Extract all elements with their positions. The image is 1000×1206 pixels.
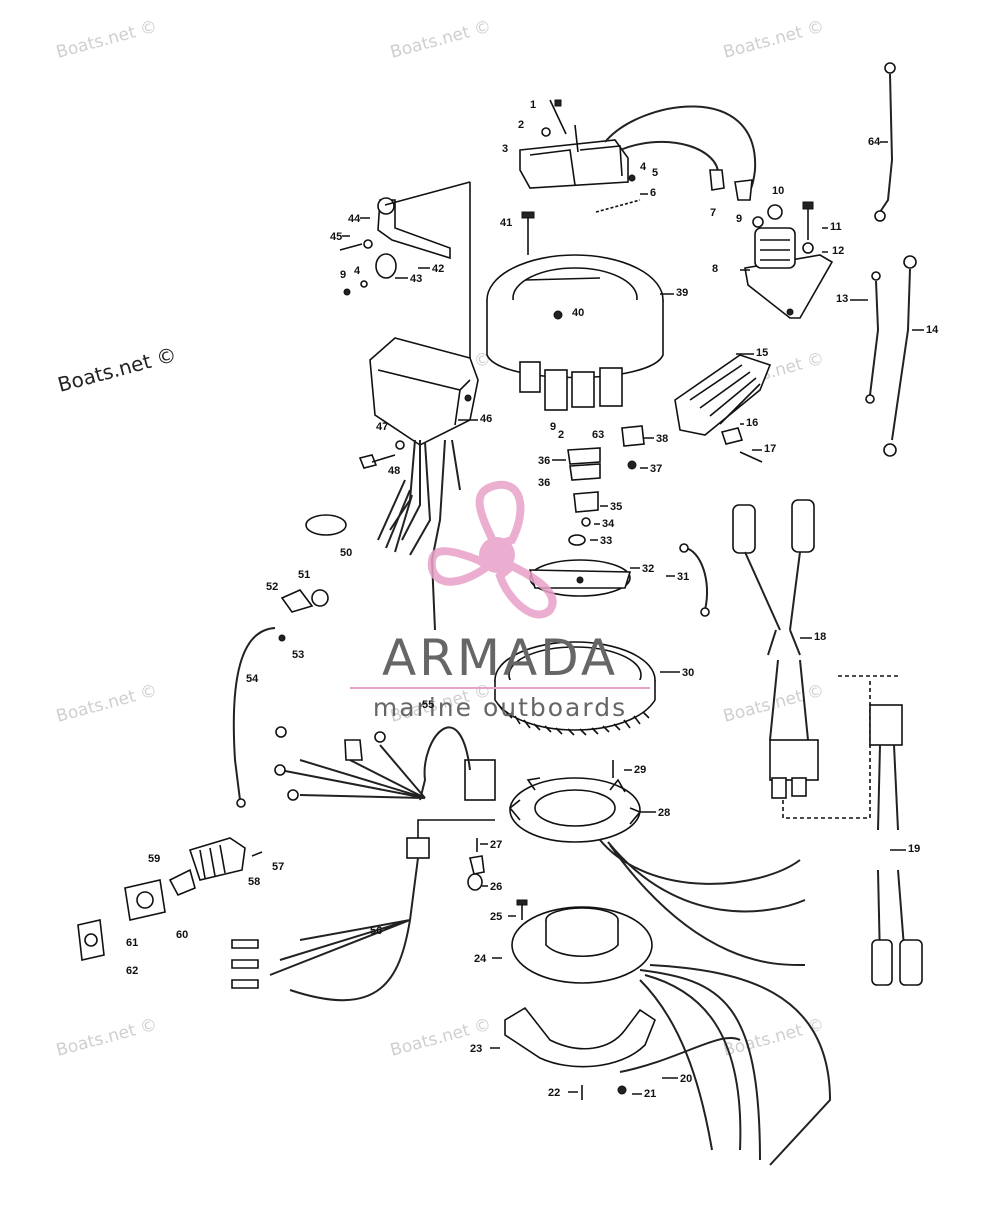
brand-subtitle: marine outboards: [373, 693, 627, 722]
callout-22: 22: [548, 1087, 560, 1099]
callout-36: 36: [538, 455, 550, 467]
callout-16: 16: [746, 417, 758, 429]
watermark: Boats.net ©: [388, 17, 493, 63]
left-parts: [232, 514, 347, 808]
callout-leaders: [342, 141, 924, 1095]
callout-40: 40: [572, 307, 584, 319]
callout-54: 54: [246, 673, 259, 685]
callout-14: 14: [926, 324, 939, 336]
callout-8: 8: [712, 263, 718, 275]
callout-51: 51: [298, 569, 310, 581]
watermark: Boats.net ©: [54, 681, 159, 727]
callout-61: 61: [126, 937, 138, 949]
callout-24: 24: [474, 953, 487, 965]
callout-5: 5: [652, 167, 658, 179]
callout-28: 28: [658, 807, 670, 819]
callout-46: 46: [480, 413, 492, 425]
watermark: Boats.net ©: [54, 17, 159, 63]
harness-18-19: [732, 499, 923, 986]
callout-repeat-9b: 9: [550, 421, 556, 433]
callout-13: 13: [836, 293, 848, 305]
callout-48: 48: [388, 465, 400, 477]
callout-19: 19: [908, 843, 920, 855]
callout-9: 9: [736, 213, 742, 225]
armada-logo: ARMADA marine outboards: [350, 480, 650, 722]
callout-63: 63: [592, 429, 604, 441]
callout-45: 45: [330, 231, 342, 243]
key-switch: [77, 837, 263, 961]
callout-43: 43: [410, 273, 422, 285]
callout-35: 35: [610, 501, 622, 513]
callout-1: 1: [530, 99, 536, 111]
callout-41: 41: [500, 217, 512, 229]
callout-52: 52: [266, 581, 278, 593]
callout-repeat-2: 2: [558, 429, 564, 441]
callout-32: 32: [642, 563, 654, 575]
watermark-side: Boats.net ©: [55, 342, 179, 397]
watermark: Boats.net ©: [721, 17, 826, 63]
callout-repeat-4: 4: [354, 265, 361, 277]
callout-25: 25: [490, 911, 502, 923]
callout-20: 20: [680, 1073, 692, 1085]
callout-53: 53: [292, 649, 304, 661]
callout-18: 18: [814, 631, 826, 643]
callout-44: 44: [348, 213, 361, 225]
callout-26: 26: [490, 881, 502, 893]
propeller-logo-icon: [427, 480, 557, 619]
rectifier: [674, 354, 772, 463]
stator-28: [508, 760, 806, 967]
callout-27: 27: [490, 839, 502, 851]
callout-33: 33: [600, 535, 612, 547]
power-pack: [358, 337, 479, 631]
callout-62: 62: [126, 965, 138, 977]
callout-37: 37: [650, 463, 662, 475]
callout-58: 58: [248, 876, 260, 888]
callout-2: 2: [518, 119, 524, 131]
trigger-24: [467, 838, 832, 1166]
callout-64: 64: [868, 136, 881, 148]
watermark: Boats.net ©: [54, 1015, 159, 1061]
callout-6: 6: [650, 187, 656, 199]
callout-21: 21: [644, 1088, 656, 1100]
ignition-coil-pack: [519, 99, 757, 213]
stator-ring-housing: [486, 211, 664, 411]
parts-drawing: [77, 62, 923, 1166]
callout-60: 60: [176, 929, 188, 941]
bracket-42: [339, 181, 471, 420]
bracket-23: [504, 1006, 741, 1100]
timer-parts: [528, 425, 710, 617]
brand-name: ARMADA: [382, 629, 618, 687]
callout-10: 10: [772, 185, 784, 197]
callout-17: 17: [764, 443, 776, 455]
watermark: Boats.net ©: [721, 1015, 826, 1061]
callout-7: 7: [710, 207, 716, 219]
callout-39: 39: [676, 287, 688, 299]
callout-34: 34: [602, 518, 615, 530]
cables-right: [865, 62, 917, 457]
callout-23: 23: [470, 1043, 482, 1055]
starter-solenoid: [744, 201, 834, 319]
callout-11: 11: [830, 221, 842, 233]
callout-38: 38: [656, 433, 668, 445]
callout-29: 29: [634, 764, 646, 776]
callout-57: 57: [272, 861, 284, 873]
harness-55-56: [231, 726, 496, 1002]
callout-31: 31: [677, 571, 689, 583]
callout-50: 50: [340, 547, 352, 559]
callout-repeat-9: 9: [340, 269, 346, 281]
callout-repeat-36: 36: [538, 477, 550, 489]
callout-4: 4: [640, 161, 647, 173]
callout-59: 59: [148, 853, 160, 865]
callout-30: 30: [682, 667, 694, 679]
callout-47: 47: [376, 421, 388, 433]
callout-15: 15: [756, 347, 768, 359]
callout-3: 3: [502, 143, 508, 155]
callout-42: 42: [432, 263, 444, 275]
callout-56: 56: [370, 925, 382, 937]
callout-55: 55: [422, 699, 434, 711]
callout-labels: 1 2 3 4 5 6 7 8 9 10 11 12 13 14 15 16 1…: [126, 99, 939, 1100]
callout-12: 12: [832, 245, 844, 257]
